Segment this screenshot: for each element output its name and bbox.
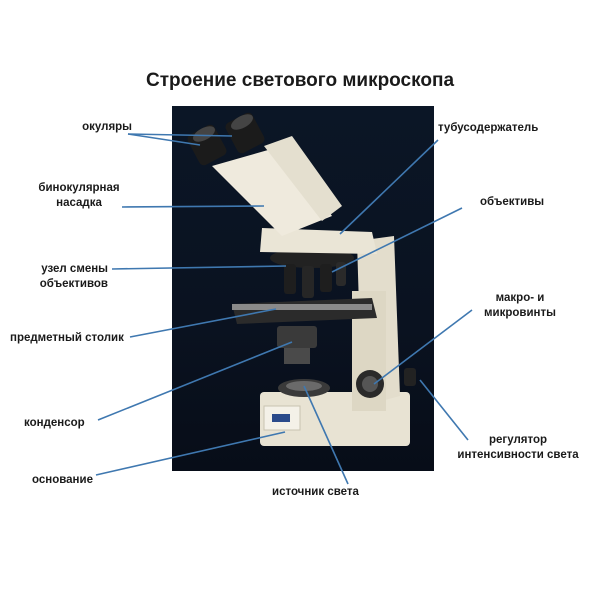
label-stage: предметный столик bbox=[10, 332, 124, 344]
leader-line-tube-holder bbox=[339, 139, 439, 235]
label-tube-holder: тубусодержатель bbox=[438, 122, 539, 134]
logo-plate bbox=[272, 414, 290, 422]
label-nosepiece: узел смены объективов bbox=[39, 263, 108, 290]
leader-line-focus-knobs bbox=[373, 309, 473, 385]
objective-shape bbox=[284, 264, 296, 294]
condenser-shape bbox=[277, 326, 317, 348]
label-binocular-head: бинокулярная насадка bbox=[38, 182, 120, 209]
label-base: основание bbox=[32, 474, 93, 486]
leader-line-stage bbox=[129, 308, 277, 338]
leader-line-eyepieces-2 bbox=[127, 133, 233, 137]
label-condenser: конденсор bbox=[24, 417, 85, 429]
label-focus-knobs: макро- и микровинты bbox=[484, 292, 556, 319]
tube-holder-shape bbox=[260, 228, 377, 254]
leader-line-objectives bbox=[331, 207, 463, 273]
leader-line-nosepiece bbox=[111, 265, 287, 270]
leader-line-binocular-head bbox=[121, 205, 265, 208]
label-light-source: источник света bbox=[272, 486, 359, 498]
leader-line-light-source bbox=[303, 385, 349, 485]
light-knob-shape bbox=[404, 368, 416, 386]
binocular-head-shape bbox=[212, 146, 332, 236]
microscope-illustration bbox=[187, 112, 416, 446]
label-eyepieces: окуляры bbox=[82, 121, 132, 133]
microscope-photo bbox=[172, 106, 434, 471]
label-light-regulator: регулятор интенсивности света bbox=[457, 434, 579, 461]
leader-line-base bbox=[95, 431, 286, 476]
leader-line-eyepieces-1 bbox=[127, 133, 201, 146]
leader-line-condenser bbox=[97, 341, 293, 421]
leader-line-light-regulator bbox=[419, 379, 469, 441]
diagram-title: Строение светового микроскопа bbox=[145, 70, 455, 91]
label-objectives: объективы bbox=[480, 196, 545, 208]
